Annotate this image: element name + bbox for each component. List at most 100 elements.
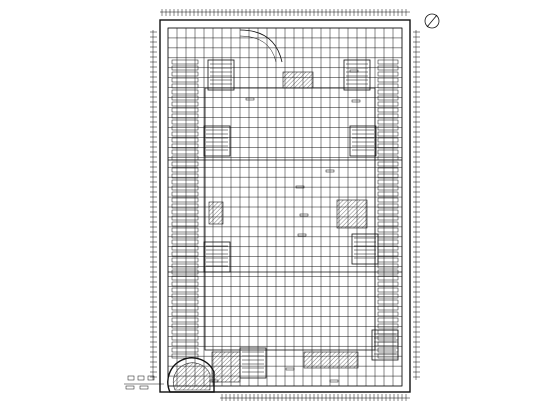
- annotation-mark: [245, 97, 255, 101]
- right-strip-cell: [377, 245, 399, 251]
- left-strip-cell: [171, 299, 199, 305]
- right-service-strip: [377, 59, 399, 359]
- right-strip-cell: [377, 233, 399, 239]
- right-strip-cell: [377, 191, 399, 197]
- right-strip-cell: [377, 227, 399, 233]
- annotation-mark: [299, 213, 309, 217]
- left-strip-cell: [171, 275, 199, 281]
- top-dimension-line: [160, 9, 410, 16]
- right-strip-cell: [377, 305, 399, 311]
- annotation-mark: [209, 379, 219, 383]
- hatched-zone-top: [282, 71, 314, 89]
- left-strip-cell: [171, 287, 199, 293]
- left-strip-cell: [171, 83, 199, 89]
- left-strip-cell: [171, 113, 199, 119]
- annotation-mark: [351, 99, 361, 103]
- stair-core: [349, 125, 377, 157]
- right-strip-cell: [377, 215, 399, 221]
- right-strip-cell: [377, 197, 399, 203]
- left-strip-cell: [171, 149, 199, 155]
- right-strip-cell: [377, 161, 399, 167]
- left-strip-cell: [171, 305, 199, 311]
- annotation-mark: [329, 379, 339, 383]
- hatched-zone-right: [336, 199, 368, 229]
- right-strip-cell: [377, 293, 399, 299]
- left-strip-cell: [171, 101, 199, 107]
- left-strip-cell: [171, 227, 199, 233]
- bottom-dimension-line: [220, 394, 410, 401]
- left-strip-cell: [171, 179, 199, 185]
- left-strip-cell: [171, 353, 199, 359]
- left-strip-cell: [171, 59, 199, 65]
- left-strip-cell: [171, 281, 199, 287]
- hatched-zone-left: [208, 201, 224, 225]
- right-strip-cell: [377, 341, 399, 347]
- left-strip-cell: [171, 335, 199, 341]
- right-strip-cell: [377, 335, 399, 341]
- right-strip-cell: [377, 281, 399, 287]
- right-strip-cell: [377, 113, 399, 119]
- right-strip-cell: [377, 143, 399, 149]
- right-strip-cell: [377, 71, 399, 77]
- right-strip-cell: [377, 185, 399, 191]
- stair-core: [343, 59, 371, 91]
- right-strip-cell: [377, 251, 399, 257]
- left-strip-cell: [171, 77, 199, 83]
- right-strip-cell: [377, 131, 399, 137]
- stair-core: [203, 125, 231, 157]
- right-strip-cell: [377, 155, 399, 161]
- right-strip-cell: [377, 287, 399, 293]
- left-strip-cell: [171, 125, 199, 131]
- left-strip-cell: [171, 329, 199, 335]
- right-strip-cell: [377, 77, 399, 83]
- right-strip-cell: [377, 179, 399, 185]
- outer-boundary: [159, 19, 411, 393]
- right-strip-cell: [377, 167, 399, 173]
- left-service-strip: [171, 59, 199, 359]
- left-strip-cell: [171, 257, 199, 263]
- right-strip-cell: [377, 209, 399, 215]
- curved-entrance-ramp: [239, 29, 283, 63]
- right-strip-cell: [377, 59, 399, 65]
- right-strip-cell: [377, 353, 399, 359]
- left-strip-cell: [171, 143, 199, 149]
- curved-entrance-ramp-inner: [239, 35, 277, 63]
- left-strip-cell: [171, 215, 199, 221]
- stair-core: [203, 241, 231, 273]
- left-strip-cell: [171, 341, 199, 347]
- left-strip-cell: [171, 209, 199, 215]
- right-strip-cell: [377, 203, 399, 209]
- left-strip-cell: [171, 185, 199, 191]
- hatched-zone-bottom-left: [211, 351, 241, 383]
- left-strip-cell: [171, 161, 199, 167]
- left-strip-cell: [171, 107, 199, 113]
- right-strip-cell: [377, 275, 399, 281]
- left-strip-cell: [171, 89, 199, 95]
- annotation-mark: [295, 185, 305, 189]
- rotunda-hatch: [172, 362, 211, 391]
- right-strip-cell: [377, 257, 399, 263]
- right-strip-cell: [377, 119, 399, 125]
- left-strip-cell: [171, 269, 199, 275]
- hatched-zone-bottom-mid: [303, 351, 359, 369]
- left-dimension-line: [150, 30, 157, 380]
- right-strip-cell: [377, 149, 399, 155]
- right-strip-cell: [377, 299, 399, 305]
- right-strip-cell: [377, 95, 399, 101]
- left-strip-cell: [171, 155, 199, 161]
- right-strip-cell: [377, 239, 399, 245]
- left-strip-cell: [171, 263, 199, 269]
- annotation-mark: [325, 169, 335, 173]
- stair-core: [239, 347, 267, 379]
- north-symbol: [424, 13, 440, 29]
- left-strip-cell: [171, 167, 199, 173]
- right-strip-cell: [377, 317, 399, 323]
- left-strip-cell: [171, 95, 199, 101]
- left-strip-cell: [171, 71, 199, 77]
- left-strip-cell: [171, 245, 199, 251]
- stair-core: [207, 59, 235, 91]
- right-strip-cell: [377, 173, 399, 179]
- right-strip-cell: [377, 221, 399, 227]
